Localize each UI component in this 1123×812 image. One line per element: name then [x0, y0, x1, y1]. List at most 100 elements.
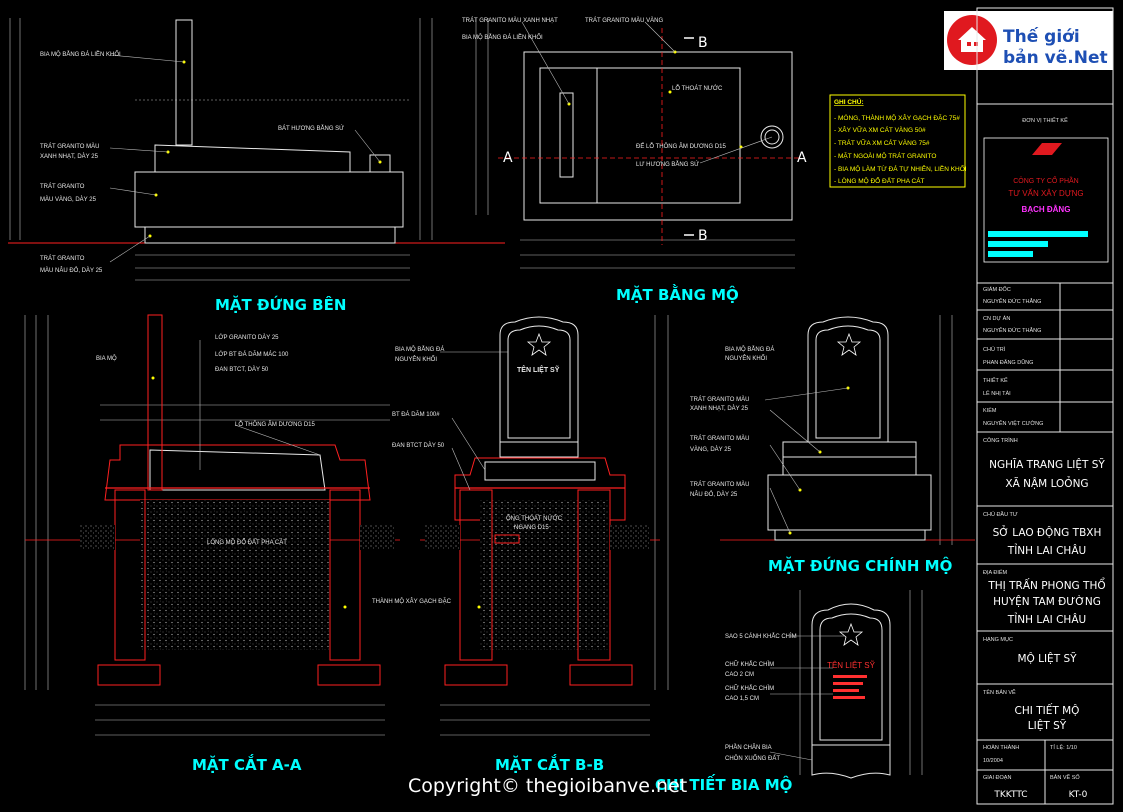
- legend-item-2: - XÂY VỮA XM CÁT VÀNG 50#: [834, 125, 926, 134]
- star-icon: [526, 332, 552, 356]
- stele-note-text-2b: CAO 1,5 CM: [725, 696, 759, 702]
- plan-note-granito-blue: TRÁT GRANITO MÀU XANH NHẠT: [462, 17, 558, 24]
- stele-note-text-1: CHỮ KHẮC CHÌM: [725, 660, 774, 668]
- section-mark-b-bottom: B: [698, 228, 708, 244]
- tb-drawing-label: TÊN BẢN VẼ: [983, 688, 1016, 696]
- stele-detail-stone-name: TÊN LIỆT SỸ: [827, 661, 876, 670]
- tb-completed: 10/2004: [983, 758, 1003, 764]
- tb-location-3: TỈNH LAI CHÂU: [1007, 612, 1086, 626]
- section-a-note-vent: LỖ THÔNG ÂM DƯƠNG D15: [235, 421, 316, 428]
- logo-line2: bản vẽ.Net: [1003, 48, 1108, 68]
- title-block: ĐƠN VỊ THIẾT KẾ CÔNG TY CỔ PHẦN TƯ VẤN X…: [976, 7, 1114, 805]
- front-note-blue-2: XANH NHẠT, DÀY 25: [690, 405, 749, 412]
- plan-note-drain-hole: LỖ THOÁT NƯỚC: [672, 85, 723, 92]
- section-b-stone-name: TÊN LIỆT SỸ: [517, 365, 560, 374]
- section-b-note-concrete: BT ĐÁ DĂM 100#: [392, 411, 440, 418]
- logo-line1: Thế giới: [1003, 26, 1080, 47]
- tb-role-1: GIÁM ĐỐC: [983, 286, 1011, 293]
- tb-drawing-2: LIỆT SỸ: [1028, 719, 1067, 732]
- legend-title: GHI CHÚ:: [834, 97, 864, 106]
- side-note-granito-blue-1: TRÁT GRANITO MÀU: [40, 143, 99, 150]
- tb-role-3: CHỦ TRÌ: [983, 346, 1006, 353]
- section-b-note-slab: ĐAN BTCT DÀY 50: [392, 442, 445, 449]
- section-b-note-drain-2: NGANG D15: [514, 525, 549, 531]
- stele-note-star: SAO 5 CÁNH KHẮC CHÌM: [725, 632, 797, 640]
- tb-role-5: KIỂM: [983, 407, 997, 414]
- legend-item-5: - BIA MỘ LÀM TỪ ĐÁ TỰ NHIÊN, LIỀN KHỐI: [834, 163, 967, 173]
- tb-drawing-1: CHI TIẾT MỘ: [1015, 703, 1080, 717]
- section-a-note-granito: LỚP GRANITO DÀY 25: [215, 334, 279, 341]
- section-b-note-stele-2: NGUYÊN KHỐI: [395, 355, 437, 363]
- tb-company-3: BẠCH ĐẰNG: [1022, 205, 1071, 214]
- section-mark-a-right: A: [797, 150, 807, 166]
- section-b-view: TÊN LIỆT SỸ BIA MỘ BẰNG ĐÁ NGUYÊN KHỐI B…: [392, 315, 669, 774]
- stele-note-base-1: PHẦN CHÂN BIA: [725, 744, 772, 751]
- star-icon: [838, 622, 864, 646]
- tb-item-label: HẠNG MỤC: [983, 637, 1013, 643]
- tb-location-label: ĐỊA ĐIỂM: [983, 569, 1008, 576]
- tb-project-2: XÃ NẬM LOỎNG: [1005, 476, 1088, 490]
- tb-name-5: NGUYỄN VIỆT CƯỜNG: [983, 419, 1043, 427]
- side-note-stele: BIA MỘ BẰNG ĐÁ LIỀN KHỐI: [40, 50, 121, 58]
- section-mark-b-top: B: [698, 35, 708, 51]
- tb-location-1: THỊ TRẤN PHONG THỔ: [987, 577, 1105, 592]
- star-icon: [836, 332, 862, 356]
- side-note-granito-brown-2: MÀU NÂU ĐỎ, DÀY 25: [40, 267, 103, 274]
- tb-stage-label: GIAI ĐOẠN: [983, 775, 1011, 781]
- side-elevation-view: BIA MỘ BẰNG ĐÁ LIỀN KHỐI TRÁT GRANITO MÀ…: [8, 18, 505, 314]
- plan-note-incense-bowl: LƯ HƯƠNG BẰNG SỨ: [636, 160, 699, 168]
- stele-note-base-2: CHÔN XUỐNG ĐẤT: [725, 755, 780, 762]
- stele-note-text-1b: CAO 2 CM: [725, 672, 754, 678]
- front-note-stele-1: BIA MỘ BẰNG ĐÁ: [725, 345, 774, 353]
- front-note-blue-1: TRÁT GRANITO MÀU: [690, 396, 749, 403]
- legend-box: GHI CHÚ: - MÓNG, THÀNH MỘ XÂY GẠCH ĐẶC 7…: [829, 94, 967, 188]
- front-note-brown-1: TRÁT GRANITO MÀU: [690, 481, 749, 488]
- front-elevation-view: BIA MỘ BẰNG ĐÁ NGUYÊN KHỐI TRÁT GRANITO …: [690, 315, 975, 575]
- tb-item: MỘ LIỆT SỸ: [1017, 652, 1077, 665]
- tb-scale: TỈ LỆ: 1/10: [1050, 743, 1077, 751]
- tb-location-2: HUYỆN TAM ĐƯỜNG: [993, 595, 1101, 608]
- legend-item-6: - LÒNG MỘ ĐỔ ĐẤT PHA CÁT: [834, 175, 925, 185]
- section-a-note-stele: BIA MỘ: [96, 355, 117, 362]
- tb-owner-2: TỈNH LAI CHÂU: [1007, 543, 1086, 557]
- tb-sheet-label: BẢN VẼ SỐ: [1050, 774, 1080, 781]
- tb-name-1: NGUYỄN ĐỨC THẮNG: [983, 297, 1041, 305]
- side-note-granito-yellow-2: MÀU VÀNG, DÀY 25: [40, 196, 97, 203]
- tb-project-label: CÔNG TRÌNH: [983, 437, 1018, 444]
- tb-designer-header: ĐƠN VỊ THIẾT KẾ: [1022, 117, 1068, 124]
- side-note-granito-brown-1: TRÁT GRANITO: [40, 255, 85, 262]
- tb-project-1: NGHĨA TRANG LIỆT SỸ: [989, 458, 1105, 471]
- plan-note-stele: BIA MỘ BẰNG ĐÁ LIỀN KHỐI: [462, 33, 543, 41]
- plan-view: TRÁT GRANITO MÀU XANH NHẠT BIA MỘ BẰNG Đ…: [462, 17, 807, 304]
- front-note-brown-2: NÂU ĐỎ, DÀY 25: [690, 491, 738, 498]
- side-note-granito-blue-2: XANH NHẠT, DÀY 25: [40, 153, 99, 160]
- tb-name-2: NGUYỄN ĐỨC THẮNG: [983, 326, 1041, 334]
- company-logo-icon: [1032, 143, 1062, 155]
- plan-view-title: MẶT BẰNG MỘ: [616, 283, 739, 304]
- front-note-yellow-2: VÀNG, DÀY 25: [690, 446, 732, 453]
- legend-item-3: - TRÁT VỮA XM CÁT VÀNG 75#: [834, 138, 930, 147]
- section-a-note-concrete: LỚP BT ĐÁ DĂM MÁC 100: [215, 351, 289, 358]
- front-note-stele-2: NGUYÊN KHỐI: [725, 354, 767, 362]
- section-a-note-fill: LÒNG MỘ ĐỔ ĐẤT PHA CÁT: [207, 539, 287, 546]
- tb-company-1: CÔNG TY CỔ PHẦN: [1013, 175, 1078, 185]
- tb-role-2: CN DỰ ÁN: [983, 315, 1010, 322]
- front-note-yellow-1: TRÁT GRANITO MÀU: [690, 435, 749, 442]
- section-b-note-drain-1: ỐNG THOÁT NƯỚC: [506, 515, 563, 522]
- stele-detail-title: CHI TIẾT BIA MỘ: [655, 773, 792, 794]
- side-elevation-title: MẶT ĐỨNG BÊN: [215, 294, 346, 314]
- side-note-incense-bowl: BÁT HƯƠNG BẰNG SỨ: [278, 124, 344, 132]
- tb-sheet: KT-0: [1069, 790, 1088, 800]
- front-elevation-title: MẶT ĐỨNG CHÍNH MỘ: [768, 555, 952, 575]
- stele-note-text-2: CHỮ KHẮC CHÌM: [725, 684, 774, 692]
- tb-owner-label: CHỦ ĐẦU TƯ: [983, 511, 1018, 518]
- legend-item-4: - MẶT NGOÀI MỘ TRÁT GRANITO: [834, 151, 936, 160]
- tb-owner-1: SỞ LAO ĐỘNG TBXH: [993, 525, 1102, 539]
- section-a-title: MẶT CẮT A-A: [192, 753, 302, 774]
- tb-name-4: LÊ NHỊ TÀI: [983, 389, 1011, 397]
- section-mark-a-left: A: [503, 150, 513, 166]
- section-a-note-wall: THÀNH MỘ XÂY GẠCH ĐẶC: [372, 598, 452, 605]
- tb-company-2: TƯ VẤN XÂY DỰNG: [1008, 188, 1083, 198]
- tb-completed-label: HOÀN THÀNH: [983, 744, 1019, 751]
